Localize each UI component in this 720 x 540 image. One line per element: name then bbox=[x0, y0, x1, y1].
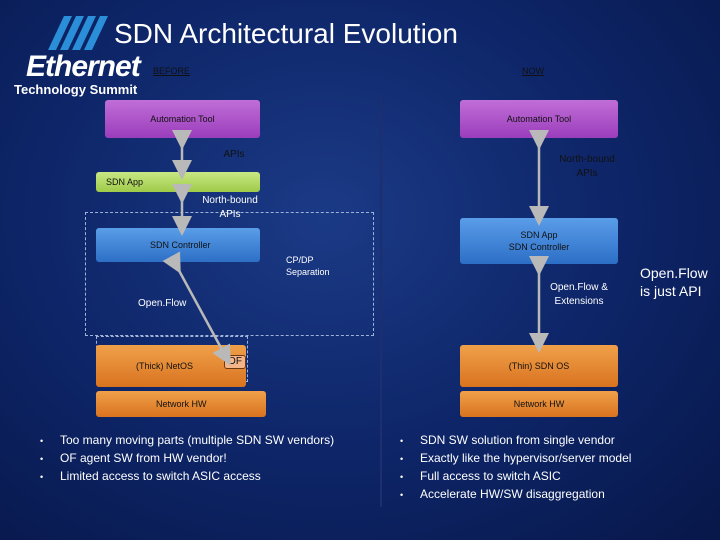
now-bullet-item: SDN SW solution from single vendor bbox=[400, 432, 631, 450]
ethernet-logo-stripes-icon bbox=[48, 16, 108, 50]
now-bullet-item: Full access to switch ASIC bbox=[400, 468, 631, 486]
now-openflow-ext-label: Open.Flow & Extensions bbox=[550, 282, 608, 307]
before-apis-label: APIs bbox=[223, 149, 245, 160]
before-network-hw: Network HW bbox=[96, 391, 266, 417]
now-sdn-controller-label: SDN Controller bbox=[508, 242, 570, 252]
logo-wordmark: Ethernet bbox=[26, 50, 141, 83]
now-openflow-just-api-label: Open.Flow is just API bbox=[640, 265, 708, 299]
now-thin-sdnos: (Thin) SDN OS bbox=[460, 345, 618, 387]
before-heading: BEFORE bbox=[153, 66, 191, 76]
logo-subtitle: Technology Summit bbox=[14, 82, 138, 97]
now-bullet-item: Exactly like the hypervisor/server model bbox=[400, 450, 631, 468]
before-openflow-arrow bbox=[162, 251, 231, 366]
before-bullet-item: Limited access to switch ASIC access bbox=[40, 468, 334, 486]
before-sdn-app: SDN App bbox=[96, 172, 260, 192]
before-bullet-item: Too many moving parts (multiple SDN SW v… bbox=[40, 432, 334, 450]
before-bullet-item: OF agent SW from HW vendor! bbox=[40, 450, 334, 468]
now-network-hw: Network HW bbox=[460, 391, 618, 417]
now-heading: NOW bbox=[522, 66, 544, 76]
now-north-bound-label: North-bound APIs bbox=[559, 154, 615, 179]
now-sdn-app-label: SDN App bbox=[520, 230, 558, 240]
now-bullet-list: SDN SW solution from single vendor Exact… bbox=[400, 432, 631, 504]
column-divider bbox=[380, 97, 382, 507]
before-bullet-list: Too many moving parts (multiple SDN SW v… bbox=[40, 432, 334, 486]
before-automation-tool: Automation Tool bbox=[105, 100, 260, 138]
before-cpdp-label: CP/DP Separation bbox=[286, 255, 330, 277]
slide-title: SDN Architectural Evolution bbox=[114, 18, 458, 49]
now-bullet-item: Accelerate HW/SW disaggregation bbox=[400, 486, 631, 504]
before-north-bound-label: North-bound APIs bbox=[202, 195, 258, 220]
before-openflow-label: Open.Flow bbox=[138, 298, 187, 309]
